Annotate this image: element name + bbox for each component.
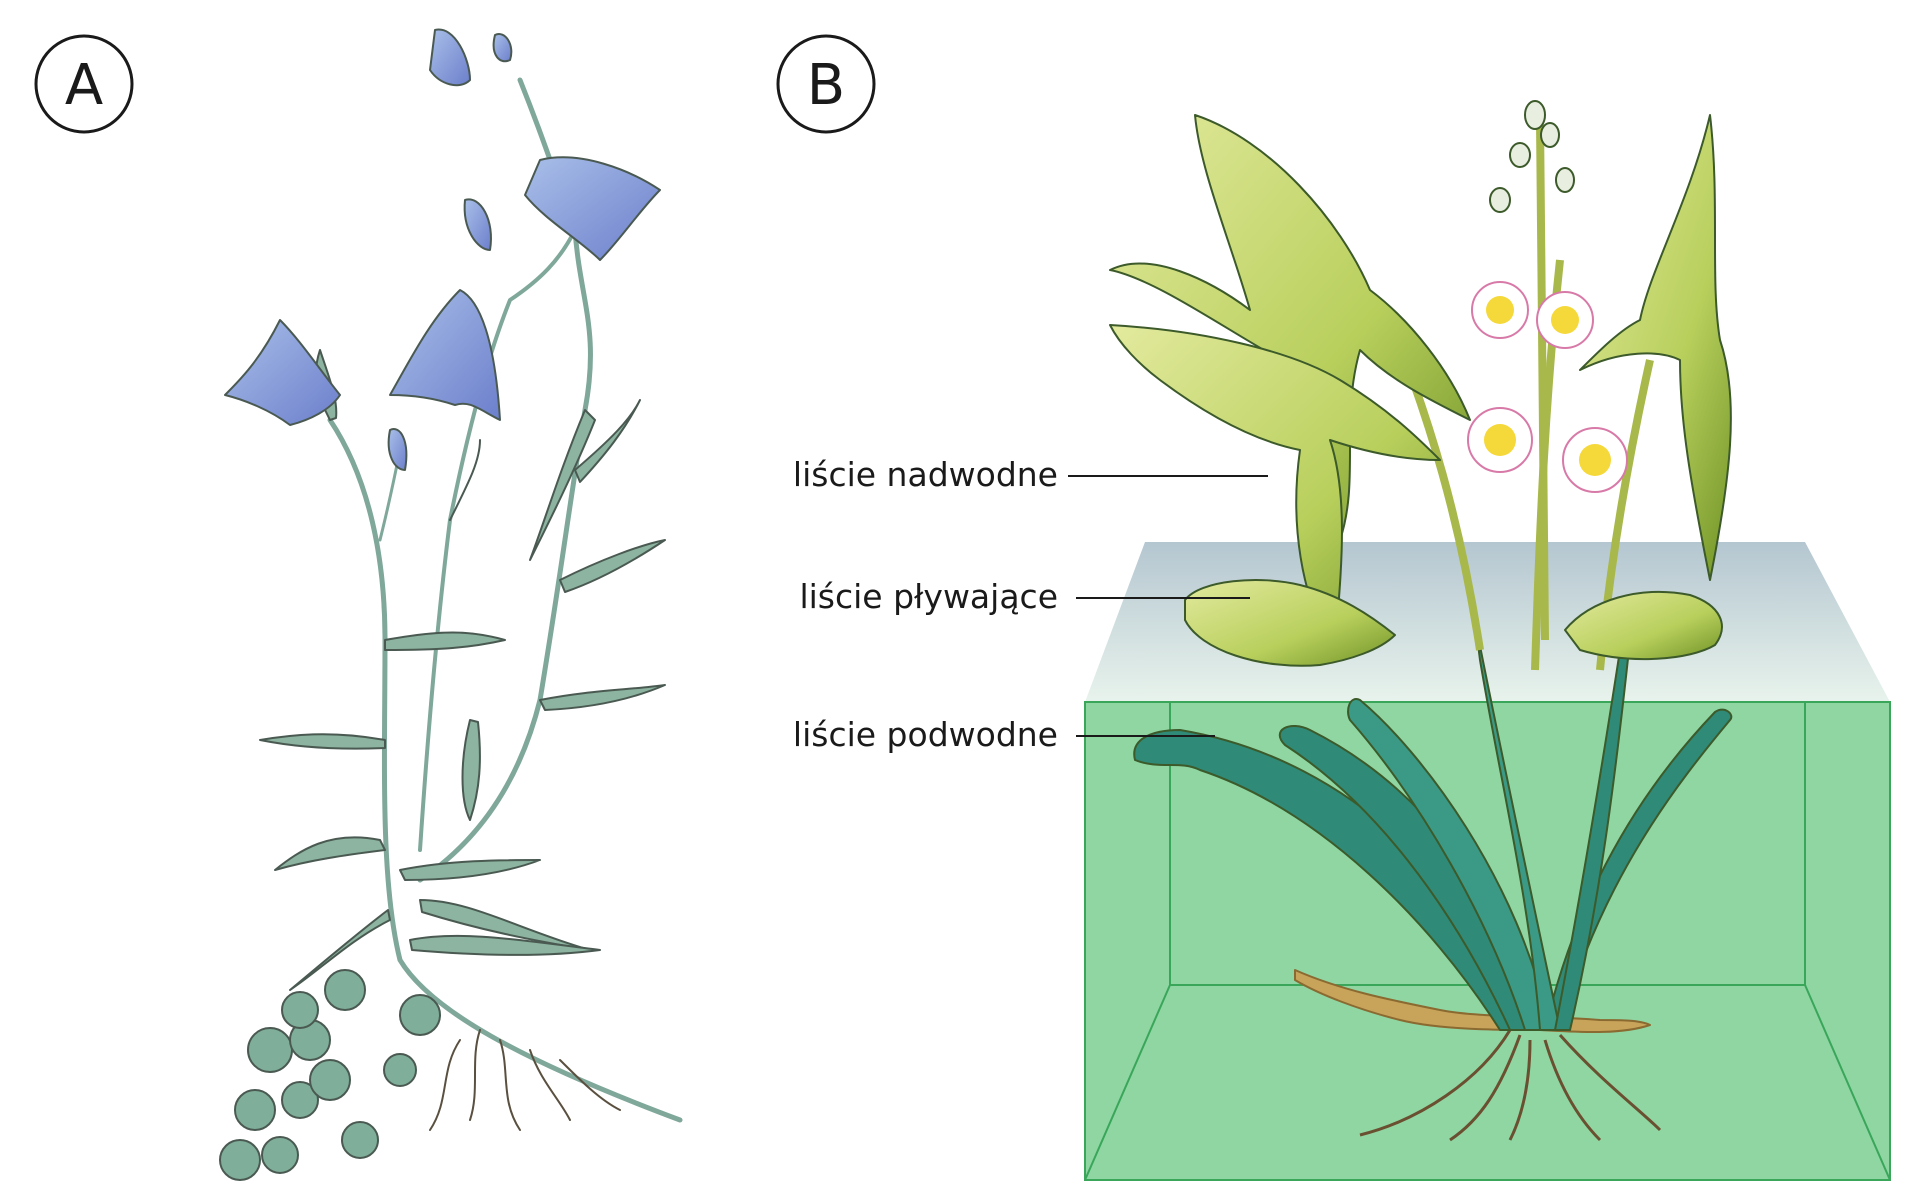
label-submerged-leaves: liście podwodne <box>793 715 1058 754</box>
panel-a-letter: A <box>65 53 103 118</box>
arrowhead-plant-icon <box>1109 100 1733 1142</box>
callout-floating: liście pływające <box>799 577 1250 616</box>
callout-emergent: liście nadwodne <box>793 455 1268 494</box>
panel-a: A <box>34 28 683 1181</box>
panel-b: B <box>776 34 1891 1181</box>
label-floating-leaves: liście pływające <box>799 577 1058 616</box>
bellflower-plant-icon <box>219 28 683 1181</box>
arrowhead-flowers <box>1467 281 1628 493</box>
panel-b-letter: B <box>807 53 845 118</box>
label-emergent-leaves: liście nadwodne <box>793 455 1058 494</box>
callout-submerged: liście podwodne <box>793 715 1215 754</box>
panel-a-badge: A <box>34 34 134 134</box>
panel-b-badge: B <box>776 34 876 134</box>
